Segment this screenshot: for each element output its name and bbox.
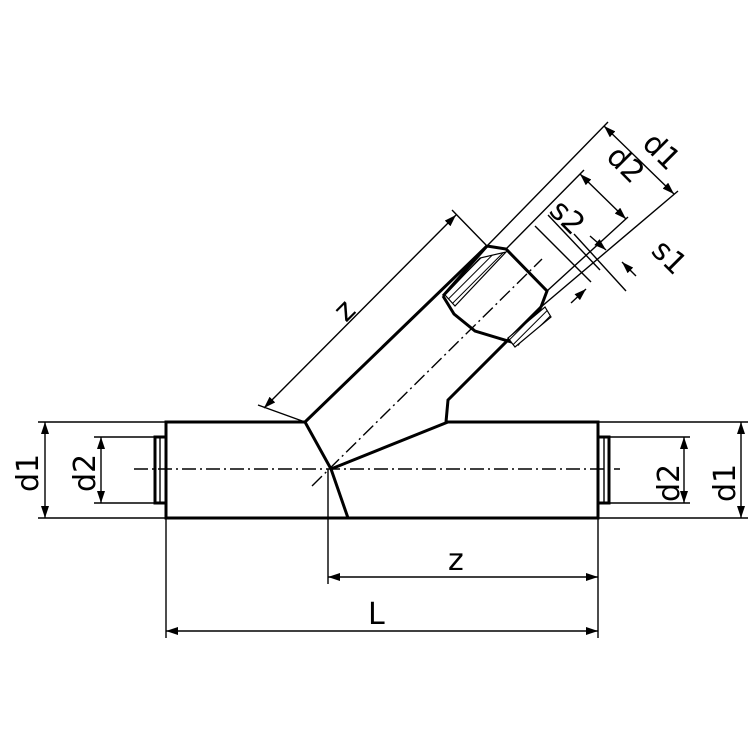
left-d2-dimension (94, 436, 155, 504)
branch-d1-dimension (486, 121, 679, 308)
left-d2-label: d2 (68, 454, 103, 492)
branch-s2-label: s2 (542, 193, 591, 242)
branch-z-label: z (327, 293, 363, 329)
branch-z-dimension (257, 209, 488, 423)
branch-s2-dimension (534, 214, 601, 304)
left-d1-dimension (38, 421, 166, 519)
branch-pipe-body (303, 244, 549, 471)
left-spigot (153, 435, 166, 505)
branch-centerline (311, 258, 543, 487)
left-d1-label: d1 (11, 454, 46, 492)
run-z-dimension (327, 469, 599, 638)
branch-s1-label: s1 (644, 233, 693, 282)
branch-d2-dimension (505, 169, 629, 292)
run-z-label: z (448, 543, 464, 578)
right-spigot (598, 435, 611, 505)
overall-length-label: L (368, 597, 385, 632)
right-d2-dimension (609, 436, 690, 504)
branch-s1-dimension (573, 233, 637, 292)
right-d1-dimension (598, 421, 748, 519)
main-pipe-body (164, 420, 600, 520)
branch-wall-hatch-lower (507, 306, 552, 348)
overall-length-dimension (165, 518, 598, 638)
right-d2-label: d2 (652, 464, 687, 502)
right-d1-label: d1 (708, 464, 743, 502)
